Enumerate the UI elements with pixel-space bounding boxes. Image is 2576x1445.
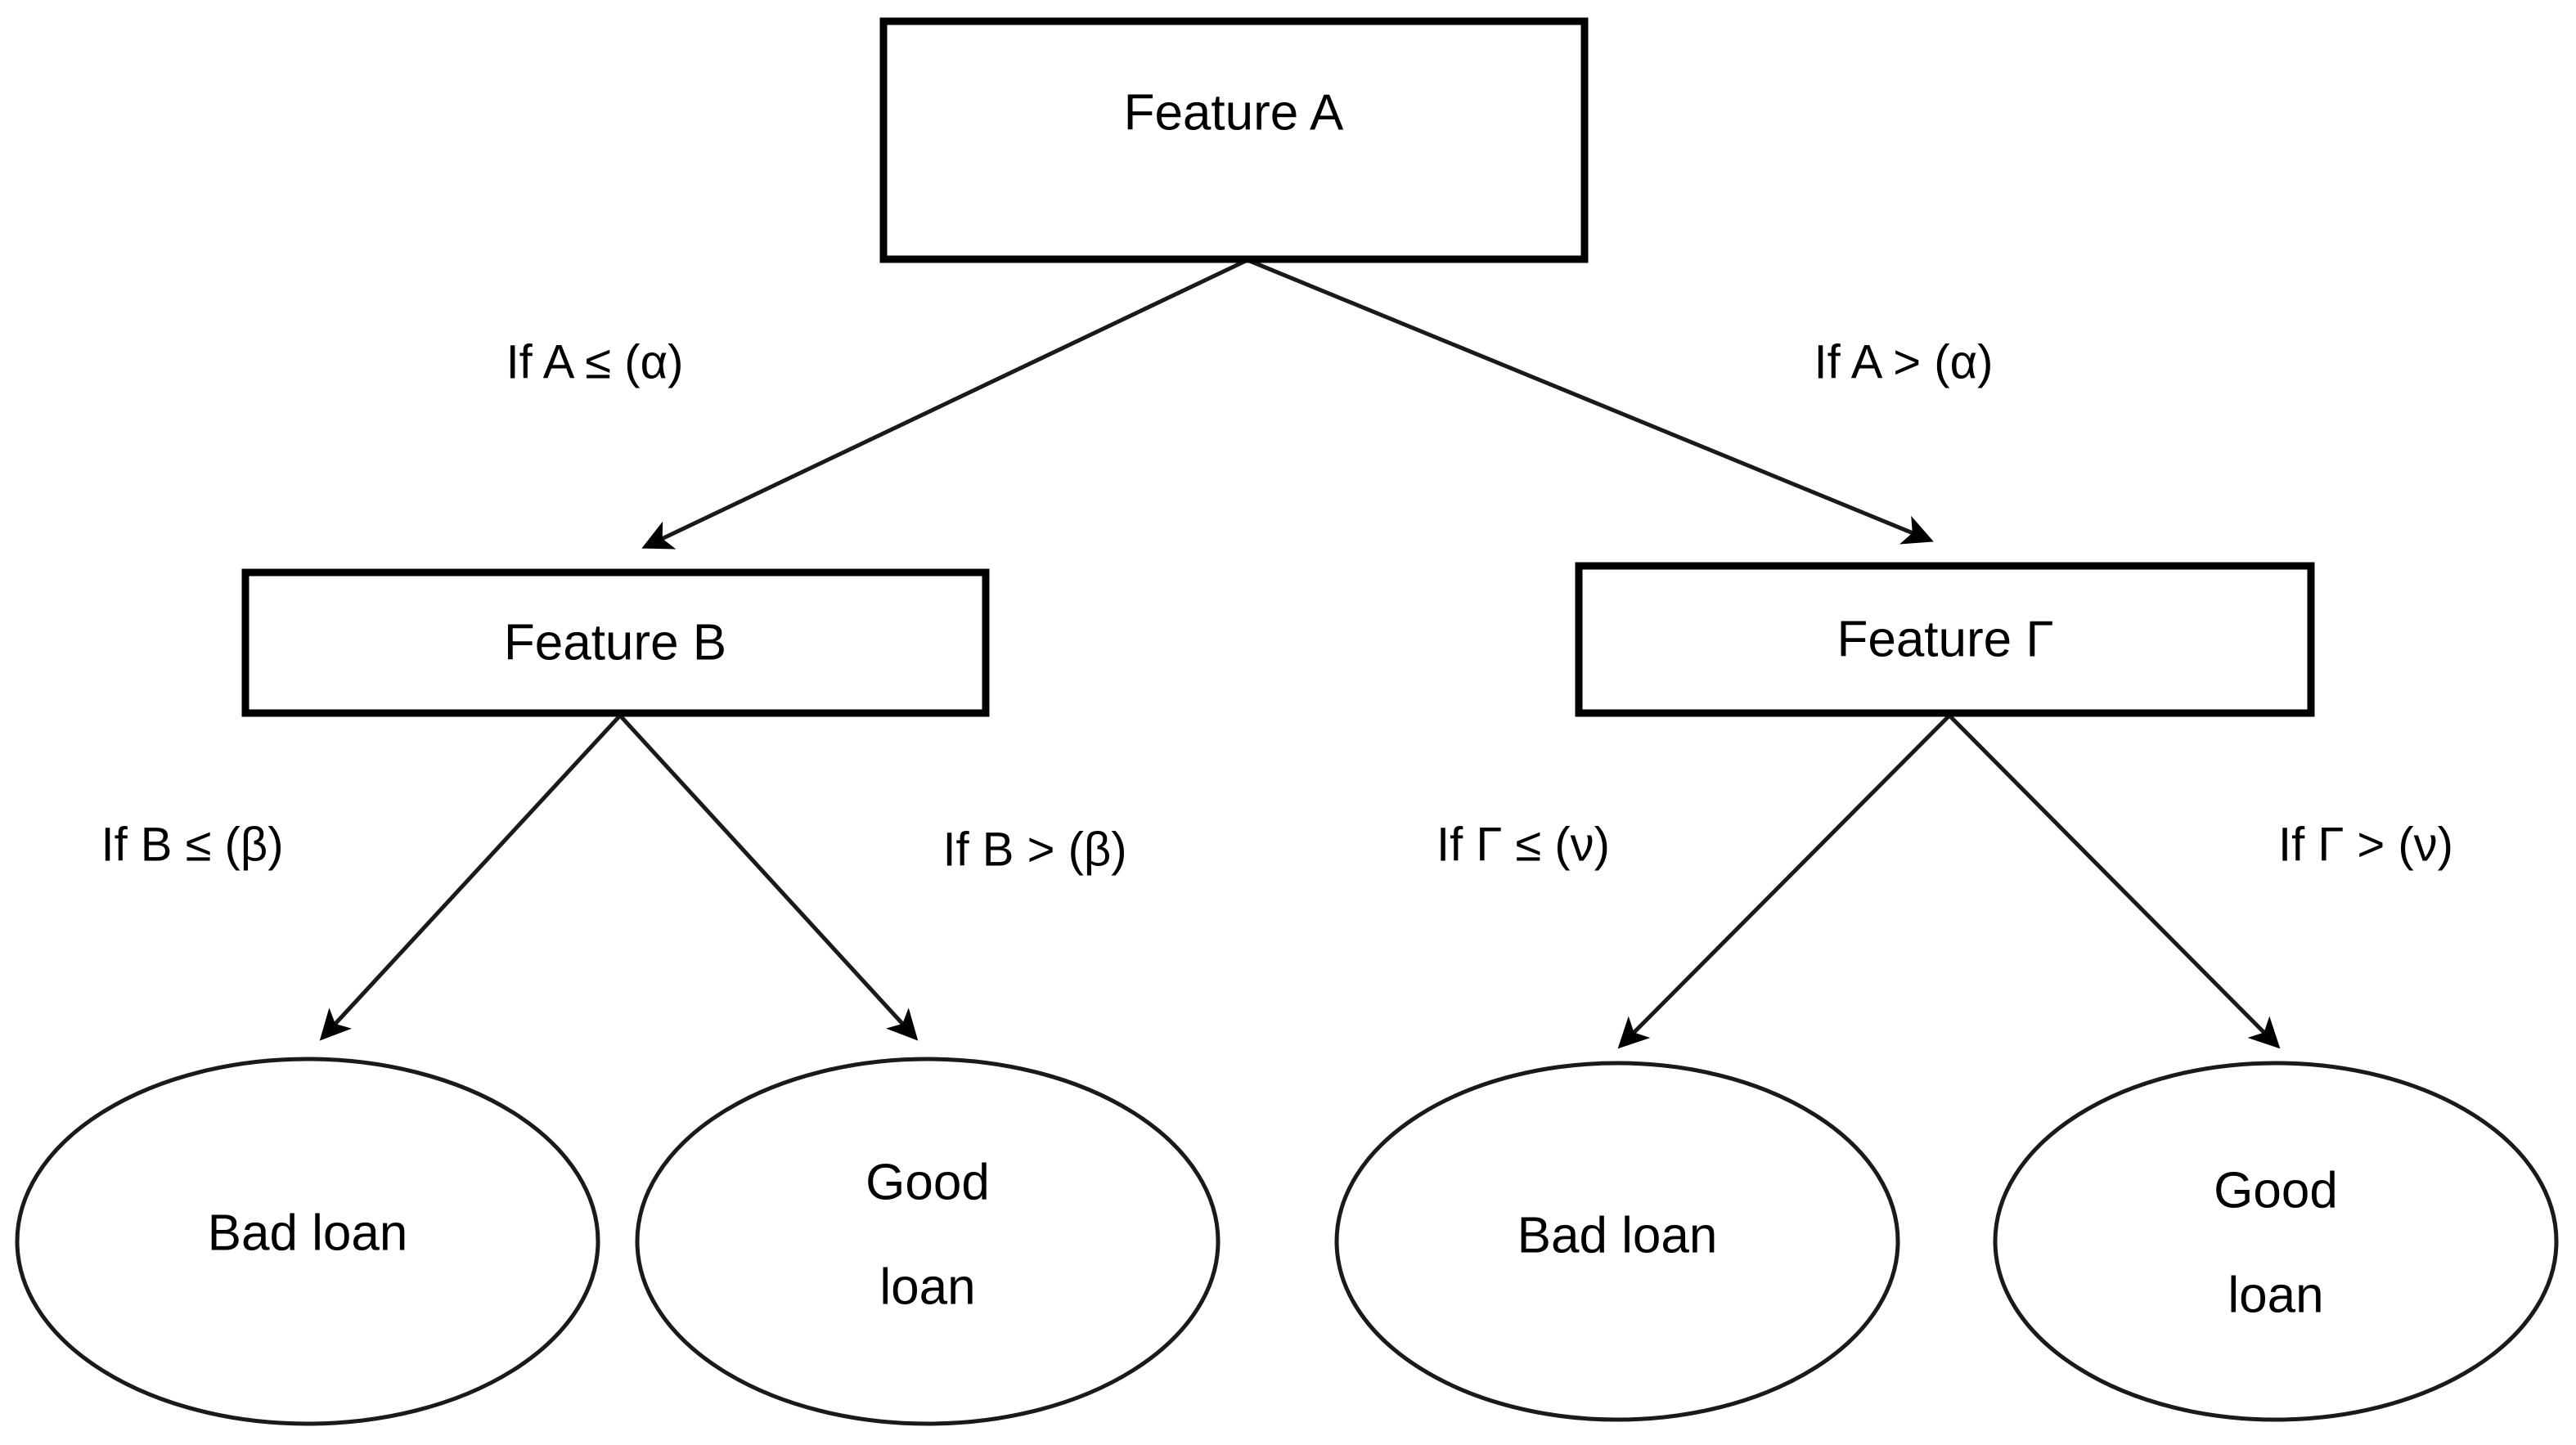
edge-gamma-left-line	[1617, 714, 1951, 1049]
edge-b-left-line	[319, 714, 622, 1041]
node-feature-b[interactable]: Feature B	[241, 568, 990, 717]
edge-gamma-right-label: If Γ > (ν)	[2278, 818, 2453, 871]
leaf-good-loan-left-label-line2: loan	[879, 1259, 975, 1315]
edge-b-left-label: If B ≤ (β)	[101, 818, 283, 871]
edge-b-right: If B > (β)	[618, 714, 1127, 1041]
node-feature-a[interactable]: Feature A	[879, 17, 1589, 263]
leaf-good-loan-right-ellipse	[1993, 1061, 2559, 1422]
leaf-good-loan-right-label-line2: loan	[2228, 1267, 2323, 1323]
edge-gamma-left: If Γ ≤ (ν)	[1436, 714, 1951, 1049]
node-feature-gamma[interactable]: Feature Γ	[1575, 562, 2315, 717]
edge-a-right-label: If A > (α)	[1814, 335, 1994, 388]
leaf-good-loan-left[interactable]: Good loan	[635, 1057, 1221, 1426]
edge-b-right-label: If B > (β)	[942, 823, 1126, 876]
edge-b-right-line	[618, 714, 919, 1041]
edge-b-left: If B ≤ (β)	[101, 714, 622, 1041]
leaf-bad-loan-left-label: Bad loan	[208, 1205, 408, 1261]
leaf-bad-loan-right-label: Bad loan	[1517, 1207, 1718, 1263]
edge-a-left-label: If A ≤ (α)	[506, 335, 684, 388]
node-feature-gamma-label: Feature Γ	[1836, 611, 2053, 667]
leaf-good-loan-right[interactable]: Good loan	[1993, 1061, 2559, 1422]
leaf-bad-loan-left-ellipse	[15, 1057, 600, 1426]
edge-a-right-line	[1247, 258, 1934, 545]
node-feature-b-box	[241, 568, 990, 717]
edge-a-left: If A ≤ (α)	[506, 258, 1249, 550]
node-feature-gamma-box	[1575, 562, 2315, 717]
edge-a-right: If A > (α)	[1247, 258, 1994, 545]
node-feature-a-label: Feature A	[1124, 84, 1344, 141]
leaf-good-loan-right-label-line1: Good	[2214, 1162, 2338, 1218]
node-feature-a-box	[879, 17, 1589, 263]
edge-gamma-right-line	[1948, 714, 2281, 1049]
node-feature-b-label: Feature B	[504, 614, 726, 671]
leaf-good-loan-left-ellipse	[635, 1057, 1221, 1426]
leaf-bad-loan-left[interactable]: Bad loan	[15, 1057, 600, 1426]
edge-a-left-line	[641, 258, 1249, 550]
edge-gamma-right: If Γ > (ν)	[1948, 714, 2453, 1049]
leaf-bad-loan-right[interactable]: Bad loan	[1334, 1061, 1900, 1422]
edge-gamma-left-label: If Γ ≤ (ν)	[1436, 818, 1610, 871]
leaf-bad-loan-right-ellipse	[1334, 1061, 1900, 1422]
leaf-good-loan-left-label-line1: Good	[865, 1154, 990, 1210]
